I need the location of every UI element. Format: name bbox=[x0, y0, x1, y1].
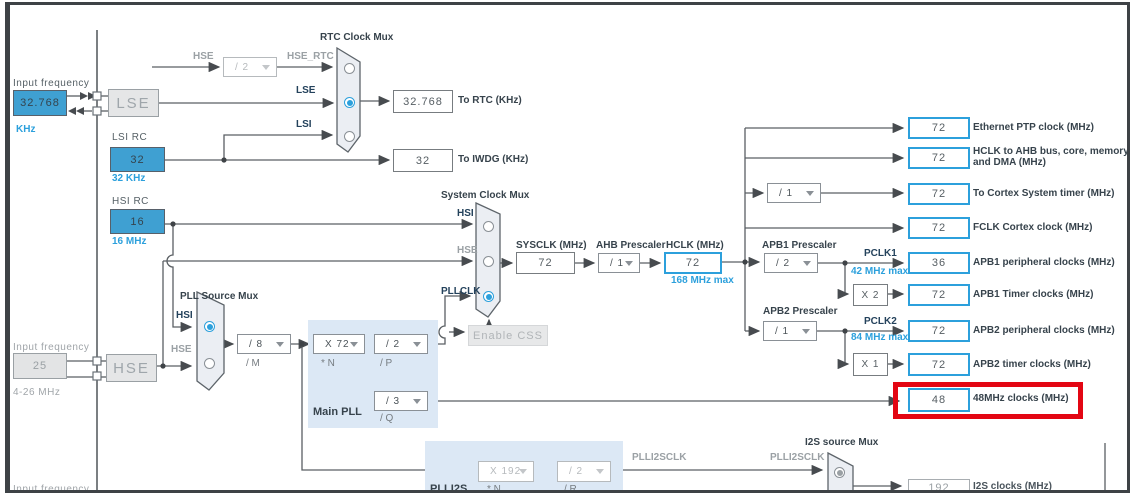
48mhz-clocks-label: 48MHz clocks (MHz) bbox=[973, 393, 1069, 404]
cortex-timer-divider-dropdown[interactable]: / 1 bbox=[767, 183, 821, 203]
apb2-prescaler-dropdown[interactable]: / 1 bbox=[763, 321, 817, 341]
sysclk-value: 72 bbox=[516, 252, 575, 274]
apb1-peripheral-clocks-value[interactable]: 36 bbox=[908, 252, 970, 274]
hsi-rc-value[interactable]: 16 bbox=[110, 209, 165, 234]
hclk-max-label: 168 MHz max bbox=[671, 275, 734, 286]
i2s-clocks-value: 192 bbox=[908, 479, 970, 493]
lse-oscillator-block: LSE bbox=[108, 89, 159, 117]
plli2sclk-signal-label-2: PLLI2SCLK bbox=[770, 452, 825, 463]
highlight-48mhz-red-box bbox=[893, 382, 1083, 419]
pclk1-signal-label: PCLK1 bbox=[864, 248, 897, 259]
rtc-mux-lsi-radio[interactable] bbox=[344, 131, 355, 142]
lse-unit-label: KHz bbox=[16, 124, 36, 135]
ethernet-ptp-clock-value[interactable]: 72 bbox=[908, 117, 970, 139]
lse-signal-label: LSE bbox=[296, 85, 316, 96]
fclk-cortex-clock-label: FCLK Cortex clock (MHz) bbox=[973, 222, 1093, 233]
apb2-peripheral-clocks-value[interactable]: 72 bbox=[908, 320, 970, 342]
apb2-timer-multiplier: X 1 bbox=[853, 353, 888, 376]
sys-hsi-signal-label: HSI bbox=[457, 208, 474, 219]
cortex-system-timer-value[interactable]: 72 bbox=[908, 183, 970, 205]
plli2s-r-label: / R bbox=[564, 484, 577, 493]
plli2s-r-divider-dropdown[interactable]: / 2 bbox=[557, 461, 611, 482]
pll-p-label: / P bbox=[380, 358, 393, 369]
to-iwdg-value: 32 bbox=[393, 149, 453, 172]
rtc-clock-mux-title: RTC Clock Mux bbox=[320, 32, 394, 43]
plli2s-n-label: * N bbox=[487, 484, 501, 493]
sys-hse-signal-label: HSE bbox=[457, 245, 478, 256]
hse-oscillator-block: HSE bbox=[106, 354, 157, 382]
sys-mux-pllclk-radio[interactable] bbox=[483, 291, 494, 302]
ahb-prescaler-label: AHB Prescaler bbox=[596, 240, 666, 251]
plli2s-title: PLLI2S bbox=[430, 483, 468, 493]
rtc-hse-source-label: HSE bbox=[193, 51, 214, 62]
to-iwdg-label: To IWDG (KHz) bbox=[458, 154, 529, 165]
sys-mux-hse-radio[interactable] bbox=[483, 256, 494, 267]
hclk-ahb-clock-value[interactable]: 72 bbox=[908, 147, 970, 169]
pll-mux-hse-radio[interactable] bbox=[204, 358, 215, 369]
pclk2-signal-label: PCLK2 bbox=[864, 316, 897, 327]
enable-css-button[interactable]: Enable CSS bbox=[468, 325, 548, 346]
pll-q-divider-dropdown[interactable]: / 3 bbox=[374, 391, 428, 411]
hse-rtc-signal-label: HSE_RTC bbox=[287, 51, 334, 62]
apb1-prescaler-dropdown[interactable]: / 2 bbox=[764, 253, 818, 273]
apb1-prescaler-label: APB1 Prescaler bbox=[762, 240, 837, 251]
hclk-value-field[interactable]: 72 bbox=[664, 252, 722, 274]
pll-m-label: / M bbox=[246, 358, 260, 369]
pclk2-max-label: 84 MHz max bbox=[851, 332, 909, 343]
hclk-ahb-clock-label: HCLK to AHB bus, core, memory and DMA (M… bbox=[973, 146, 1129, 168]
i2s-source-mux-title: I2S source Mux bbox=[805, 437, 879, 448]
sys-mux-hsi-radio[interactable] bbox=[483, 221, 494, 232]
to-rtc-value: 32.768 bbox=[393, 90, 453, 113]
apb2-timer-clocks-value[interactable]: 72 bbox=[908, 353, 970, 376]
i2s-mux-plli2sclk-radio[interactable] bbox=[834, 467, 845, 478]
pll-n-multiplier-dropdown[interactable]: X 72 bbox=[313, 334, 365, 354]
apb1-timer-clocks-label: APB1 Timer clocks (MHz) bbox=[973, 289, 1094, 300]
to-rtc-label: To RTC (KHz) bbox=[458, 95, 522, 106]
pll-source-mux-title: PLL Source Mux bbox=[180, 291, 259, 302]
rtc-hse-divider-dropdown[interactable]: / 2 bbox=[223, 57, 277, 77]
rtc-mux-hse-radio[interactable] bbox=[344, 63, 355, 74]
system-clock-mux-title: System Clock Mux bbox=[441, 190, 530, 201]
pll-n-label: * N bbox=[321, 358, 335, 369]
ahb-prescaler-dropdown[interactable]: / 1 bbox=[598, 253, 640, 273]
lsi-rc-label: LSI RC bbox=[112, 132, 148, 143]
fclk-cortex-clock-value[interactable]: 72 bbox=[908, 217, 970, 239]
lsi-unit-label: 32 KHz bbox=[112, 173, 146, 184]
pll-m-divider-dropdown[interactable]: / 8 bbox=[237, 334, 291, 354]
rtc-mux-lse-radio[interactable] bbox=[344, 97, 355, 108]
hse-input-frequency-label: Input frequency bbox=[13, 342, 90, 353]
hsi-rc-label: HSI RC bbox=[112, 196, 149, 207]
hse-input-frequency-field[interactable]: 25 bbox=[13, 353, 67, 379]
48mhz-clocks-value[interactable]: 48 bbox=[908, 388, 970, 412]
apb2-timer-clocks-label: APB2 timer clocks (MHz) bbox=[973, 359, 1091, 370]
pll-hse-signal-label: HSE bbox=[171, 344, 192, 355]
lse-input-frequency-label: Input frequency bbox=[13, 78, 90, 89]
sys-pllclk-signal-label: PLLCLK bbox=[441, 286, 481, 297]
apb2-prescaler-label: APB2 Prescaler bbox=[763, 306, 838, 317]
hsi-unit-label: 16 MHz bbox=[112, 236, 147, 247]
sysclk-label: SYSCLK (MHz) bbox=[516, 240, 587, 251]
lsi-signal-label: LSI bbox=[296, 119, 312, 130]
hclk-label: HCLK (MHz) bbox=[666, 240, 724, 251]
pll-q-label: / Q bbox=[380, 413, 394, 424]
pll-hsi-signal-label: HSI bbox=[176, 310, 193, 321]
apb1-timer-clocks-value[interactable]: 72 bbox=[908, 284, 970, 306]
plli2sclk-signal-label-1: PLLI2SCLK bbox=[632, 452, 687, 463]
plli2s-n-multiplier-dropdown[interactable]: X 192 bbox=[478, 461, 534, 482]
apb1-peripheral-clocks-label: APB1 peripheral clocks (MHz) bbox=[973, 257, 1115, 268]
apb2-peripheral-clocks-label: APB2 peripheral clocks (MHz) bbox=[973, 325, 1115, 336]
pll-mux-hsi-radio[interactable] bbox=[204, 321, 215, 332]
lsi-rc-value[interactable]: 32 bbox=[110, 147, 165, 172]
pll-p-divider-dropdown[interactable]: / 2 bbox=[374, 334, 428, 354]
i2s-clocks-label: I2S clocks (MHz) bbox=[973, 481, 1052, 492]
main-pll-title: Main PLL bbox=[313, 406, 362, 418]
ethernet-ptp-clock-label: Ethernet PTP clock (MHz) bbox=[973, 122, 1094, 133]
apb1-timer-multiplier: X 2 bbox=[853, 284, 888, 306]
bottom-input-frequency-label: Input frequency bbox=[13, 484, 90, 493]
lse-input-frequency-field[interactable]: 32.768 bbox=[13, 90, 67, 116]
hse-range-label: 4-26 MHz bbox=[13, 387, 61, 398]
cortex-system-timer-label: To Cortex System timer (MHz) bbox=[973, 188, 1115, 199]
pclk1-max-label: 42 MHz max bbox=[851, 266, 909, 277]
